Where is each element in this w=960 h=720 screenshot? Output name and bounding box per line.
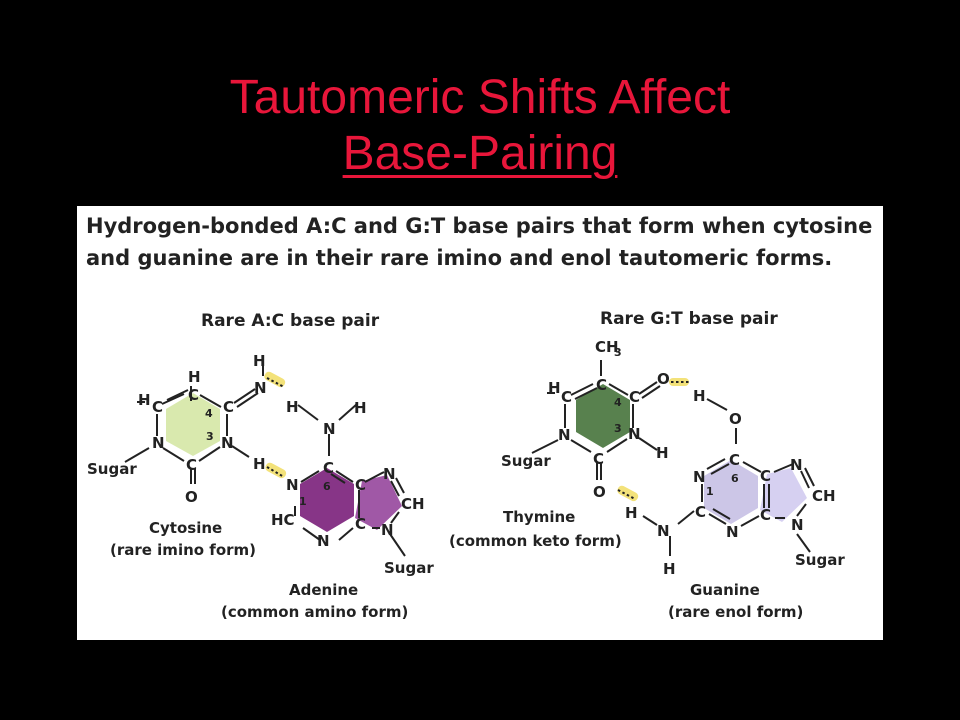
thymine-o4: O xyxy=(657,370,670,388)
heading-gt-pair: Rare G:T base pair xyxy=(600,309,778,329)
guanine-c2: C xyxy=(695,503,706,521)
thymine-num-3: 3 xyxy=(614,422,622,435)
adenine-n1: N xyxy=(286,476,299,494)
adenine-c2: HC xyxy=(271,511,295,529)
base-pair-diagram: Hydrogen-bonded A:C and G:T base pairs t… xyxy=(86,214,872,621)
label-guanine-form: (rare enol form) xyxy=(668,603,803,621)
label-adenine-form: (common amino form) xyxy=(221,603,408,621)
cytosine-imino-n: N xyxy=(254,379,267,397)
label-adenine: Adenine xyxy=(289,581,358,599)
adenine-c6: C xyxy=(323,459,334,477)
cytosine-c6: C xyxy=(152,398,163,416)
cytosine-molecule: H C H C C 4 3 N N C O Sugar H N H Cytosi… xyxy=(87,352,267,559)
hbond-h-lower-left: H xyxy=(253,455,266,473)
guanine-sugar: Sugar xyxy=(795,551,845,569)
adenine-amino-n: N xyxy=(323,420,336,438)
cytosine-c4: C xyxy=(223,398,234,416)
label-guanine: Guanine xyxy=(690,581,760,599)
adenine-amino-h2: H xyxy=(354,399,367,417)
adenine-ring5-highlight xyxy=(355,475,402,530)
thymine-molecule: CH 3 C H C C 4 3 N N C O O H Sugar Thymi… xyxy=(449,338,689,550)
adenine-n3: N xyxy=(317,532,330,550)
thymine-n1: N xyxy=(558,426,571,444)
thymine-sugar: Sugar xyxy=(501,452,551,470)
figure-panel: Hydrogen-bonded A:C and G:T base pairs t… xyxy=(77,206,883,640)
guanine-c8: CH xyxy=(812,487,836,505)
adenine-c5: C xyxy=(355,476,366,494)
guanine-molecule: H O C 6 N 1 C N CH C C N N N H H Sugar G… xyxy=(625,387,845,621)
thymine-c2: C xyxy=(593,450,604,468)
cytosine-h-left: H xyxy=(138,391,151,409)
figure-caption-line2: and guanine are in their rare imino and … xyxy=(86,246,832,270)
label-thymine: Thymine xyxy=(503,508,575,526)
thymine-num-4: 4 xyxy=(614,396,622,409)
guanine-ring6-highlight xyxy=(704,460,758,524)
cytosine-num-3: 3 xyxy=(206,430,214,443)
adenine-molecule: H H N C 6 N 1 C N CH HC C N N Sugar Aden… xyxy=(221,371,434,621)
guanine-amino-h1: H xyxy=(625,504,638,522)
hbond-highlight-gt-top xyxy=(669,378,689,386)
guanine-num-1: 1 xyxy=(706,485,714,498)
label-thymine-form: (common keto form) xyxy=(449,532,622,550)
adenine-num-1: 1 xyxy=(299,495,307,508)
guanine-n1: N xyxy=(693,468,706,486)
thymine-c5: C xyxy=(596,376,607,394)
guanine-num-6: 6 xyxy=(731,472,739,485)
slide-title-line2: Base-Pairing xyxy=(342,127,618,180)
guanine-amino-h2: H xyxy=(663,560,676,578)
adenine-c4: C xyxy=(355,515,366,533)
adenine-num-6: 6 xyxy=(323,480,331,493)
cytosine-sugar: Sugar xyxy=(87,460,137,478)
hbond-highlight-ac-top xyxy=(264,371,286,388)
adenine-c8: CH xyxy=(401,495,425,513)
thymine-c6: C xyxy=(561,388,572,406)
figure-caption-line1: Hydrogen-bonded A:C and G:T base pairs t… xyxy=(86,214,872,238)
thymine-c4: C xyxy=(629,388,640,406)
thymine-h6: H xyxy=(548,379,561,397)
guanine-c4: C xyxy=(760,506,771,524)
thymine-h3: H xyxy=(656,444,669,462)
thymine-methyl: CH xyxy=(595,338,619,356)
cytosine-o2: O xyxy=(185,488,198,506)
thymine-n3: N xyxy=(628,425,641,443)
adenine-ring6-highlight xyxy=(300,468,354,532)
cytosine-n3: N xyxy=(221,434,234,452)
cytosine-ring-highlight xyxy=(166,393,220,456)
label-cytosine: Cytosine xyxy=(149,519,222,537)
hbond-highlight-gt-bottom xyxy=(617,485,639,502)
guanine-n3: N xyxy=(726,523,739,541)
adenine-n7: N xyxy=(383,465,396,483)
cytosine-n1: N xyxy=(152,434,165,452)
label-cytosine-form: (rare imino form) xyxy=(110,541,256,559)
guanine-enol-h: H xyxy=(693,387,706,405)
guanine-ring5-highlight xyxy=(760,468,807,522)
thymine-ring-highlight xyxy=(576,384,630,448)
hbond-highlight-ac-bottom xyxy=(265,462,287,479)
guanine-c5: C xyxy=(760,467,771,485)
cytosine-h-top: H xyxy=(188,368,201,386)
cytosine-num-4: 4 xyxy=(205,407,213,420)
heading-ac-pair: Rare A:C base pair xyxy=(201,311,380,331)
cytosine-c5: C xyxy=(188,386,199,404)
thymine-methyl-subscript: 3 xyxy=(614,346,622,359)
thymine-o2: O xyxy=(593,483,606,501)
guanine-n9: N xyxy=(791,516,804,534)
guanine-o6: O xyxy=(729,410,742,428)
adenine-amino-h1: H xyxy=(286,398,299,416)
adenine-sugar: Sugar xyxy=(384,559,434,577)
guanine-amino-n: N xyxy=(657,522,670,540)
cytosine-imino-h: H xyxy=(253,352,266,370)
adenine-n9: N xyxy=(381,521,394,539)
guanine-c6: C xyxy=(729,451,740,469)
cytosine-c2: C xyxy=(186,456,197,474)
slide-title-line1: Tautomeric Shifts Affect xyxy=(229,71,731,124)
guanine-n7: N xyxy=(790,456,803,474)
